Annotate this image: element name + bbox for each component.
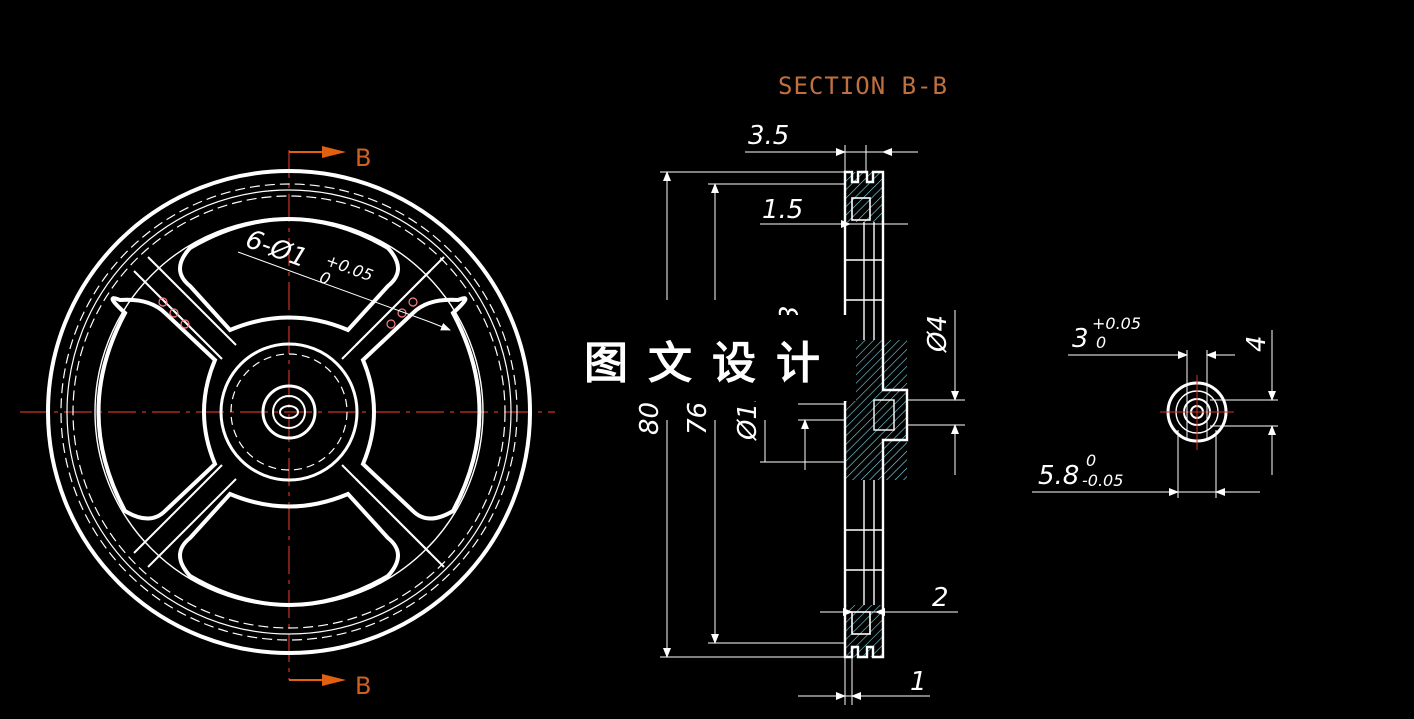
hole-leader [237, 251, 431, 323]
hatch-top-rim [845, 172, 883, 222]
dim-2: 2 [932, 583, 949, 613]
rim-groove-1 [60, 183, 518, 641]
section-view [843, 170, 909, 659]
section-mark-bottom: B [355, 672, 371, 700]
dim-slot-5-8: 5.8 [1038, 461, 1079, 491]
dim-slot-3: 3 [1072, 324, 1089, 354]
outer-rim [46, 169, 532, 655]
dim-phi1-partial: Ø1. [733, 395, 763, 441]
window-right [360, 296, 482, 521]
watermark-text: 图文设计 [584, 338, 840, 389]
dim-76: 76 [683, 402, 713, 435]
dim-slot-3-tol-upper: +0.05 [1092, 314, 1141, 333]
dim-1: 1 [910, 667, 927, 697]
window-top [178, 217, 400, 333]
dim-slot-5-8-tol-lower: -0.05 [1082, 471, 1123, 490]
spokes [133, 256, 445, 568]
dim-slot-4: 4 [1242, 335, 1272, 352]
hub-dash [230, 353, 348, 471]
detail-view [1032, 330, 1278, 498]
watermark-backing [574, 315, 856, 401]
hub-bore-1 [261, 384, 317, 440]
hub-bore-3 [279, 405, 299, 419]
section-outline [843, 170, 909, 659]
dim-slot-5-8-tol-upper: 0 [1086, 451, 1096, 470]
dim-80: 80 [635, 402, 665, 435]
dim-1-5: 1.5 [762, 195, 803, 225]
section-marker-top: B [289, 144, 371, 172]
hub-bore-2 [272, 395, 306, 429]
section-title: SECTION B-B [778, 72, 948, 100]
window-left [96, 296, 218, 521]
dim-phi4: Ø4 [923, 315, 953, 353]
section-marker-bottom: B [289, 672, 371, 700]
rim-groove-2 [66, 189, 512, 635]
section-mark-top: B [355, 144, 371, 172]
rim-groove-3 [72, 195, 506, 629]
hole-callout-tol-upper: +0.05 [323, 251, 376, 286]
small-holes [158, 297, 418, 329]
hub-outer [219, 342, 359, 482]
hole-callout: 6-Ø1 [242, 224, 311, 274]
front-view [20, 150, 555, 680]
section-dimensions [660, 145, 965, 705]
dim-3-5: 3.5 [748, 121, 789, 151]
window-bottom [178, 491, 400, 607]
dim-slot-3-tol-lower: 0 [1096, 333, 1106, 352]
